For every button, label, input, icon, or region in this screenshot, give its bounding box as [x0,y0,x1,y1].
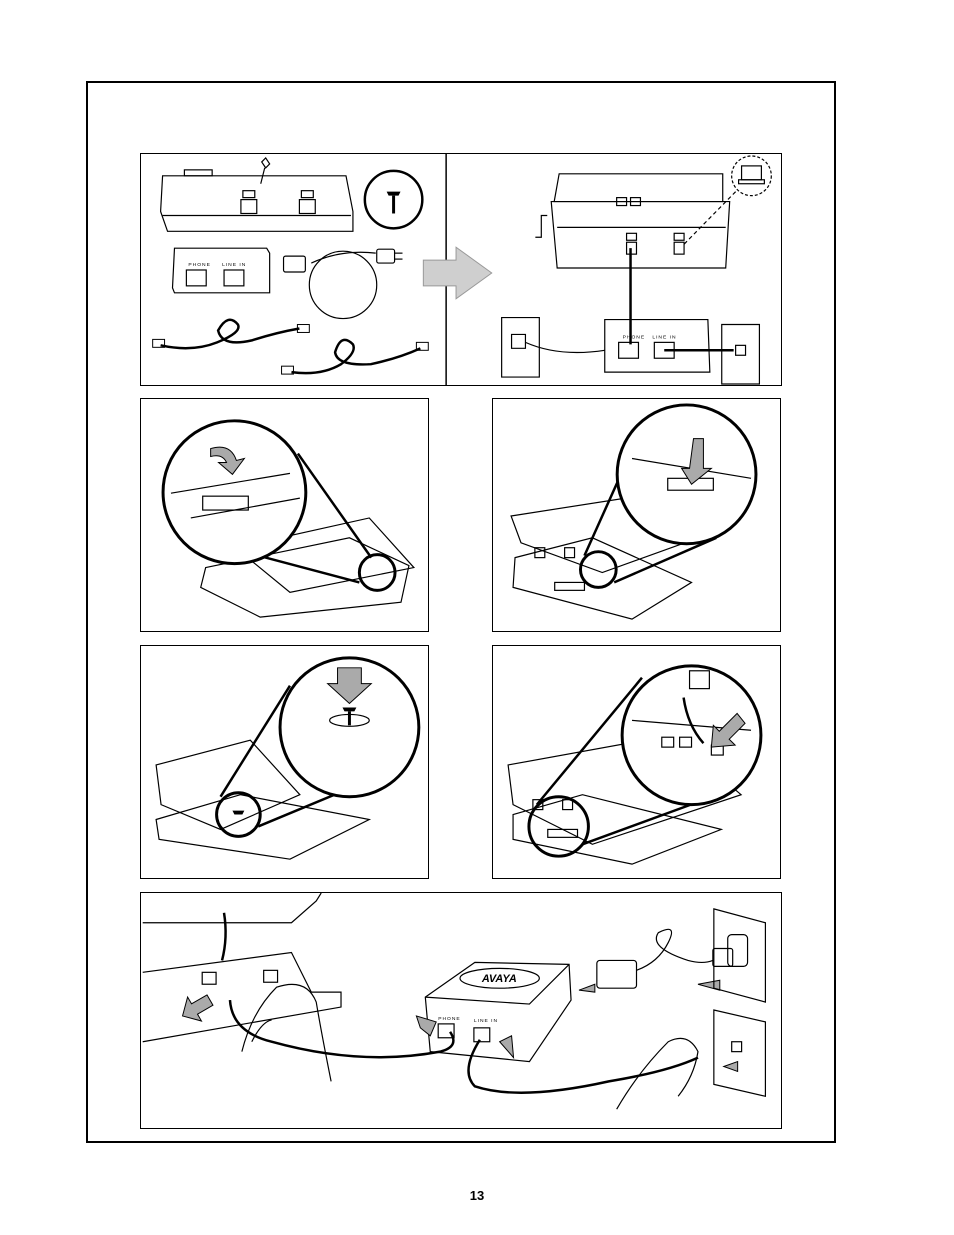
hand-icon [242,984,331,1081]
overview-line-in-label: LINE IN [652,334,676,340]
wall-outlet-icon [714,909,766,1002]
page-number: 13 [0,1188,954,1203]
power-adapter-icon: PHONE LINE IN [605,320,710,373]
arrow-right-icon [423,247,491,299]
phone-jack-icon [722,325,760,384]
arrow-right-icon [724,1062,738,1072]
overview-phone-label: PHONE [623,334,646,340]
final-connections-drawing: PHONE LINE IN AVAYA [141,893,781,1128]
arrow-right-icon [579,984,595,992]
computer-icon [683,156,771,245]
telephone-icon [535,174,729,268]
panel-step-final-connections: PHONE LINE IN AVAYA [140,892,782,1129]
adapter-phone-label: PHONE [188,262,211,268]
power-cord-icon [597,929,733,988]
wall-outlet-icon [502,318,605,377]
insert-tab-drawing [493,399,780,631]
hand-icon [617,1038,698,1109]
panel-parts-and-overview: PHONE LINE IN [140,153,782,386]
adapter-brand-logo: AVAYA [481,973,517,985]
power-cord-icon [284,249,403,318]
final-line-in-label: LINE IN [474,1018,498,1024]
screw-icon [365,171,423,229]
phone-cord-icon [153,320,429,374]
arrow-down-icon [500,1036,514,1058]
arrow-right-icon [176,988,217,1028]
arrow-right-icon [416,1016,436,1036]
panel-step-release-base [140,398,429,632]
phone-jack-icon [714,1010,766,1096]
panel-step-insert-screw [140,645,429,879]
connect-cord-drawing [493,646,780,878]
phone-base-icon [161,158,353,231]
power-adapter-icon: PHONE LINE IN [172,248,269,293]
parts-overview-drawing: PHONE LINE IN [141,154,781,385]
release-base-drawing [141,399,428,631]
panel-step-insert-tab [492,398,781,632]
panel-step-connect-cord [492,645,781,879]
final-phone-label: PHONE [438,1016,461,1022]
insert-screw-drawing [141,646,428,878]
adapter-line-in-label: LINE IN [222,262,246,268]
